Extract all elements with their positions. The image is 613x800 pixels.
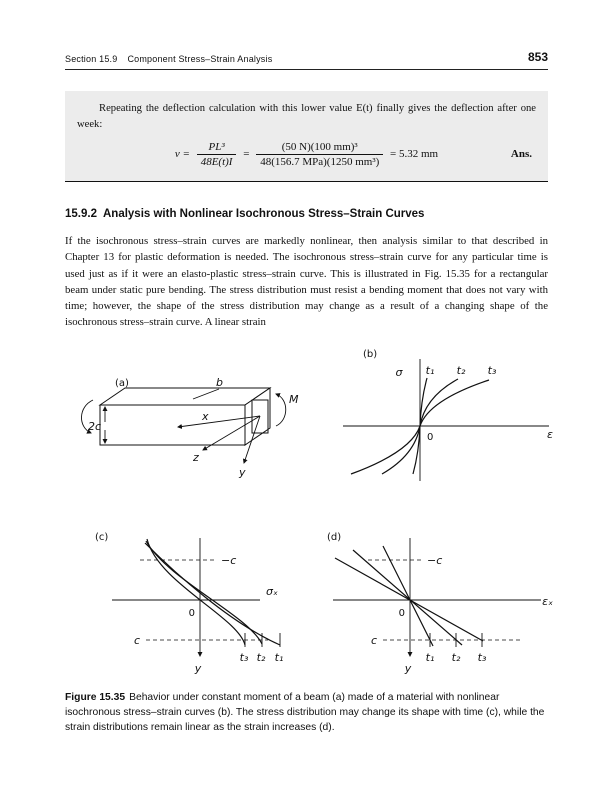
example-box: Repeating the deflection calculation wit… — [65, 91, 548, 182]
eq-frac2-denominator: 48(156.7 MPa)(1250 mm³) — [260, 155, 380, 168]
section-heading: 15.9.2 Analysis with Nonlinear Isochronou… — [65, 208, 548, 220]
origin-label: 0 — [189, 608, 195, 619]
beam-front-face — [99, 404, 246, 446]
running-header-left: Section 15.9 Component Stress–Strain Anal… — [65, 54, 272, 64]
x-axis-line — [177, 415, 261, 429]
strain-line-t1 — [382, 545, 434, 647]
panel-a-label: (a) — [115, 378, 129, 389]
t1-label: t₁ — [426, 651, 435, 664]
t3-label: t₃ — [478, 651, 487, 664]
section-number: 15.9.2 — [65, 208, 97, 220]
caption-text: Behavior under constant moment of a beam… — [65, 692, 545, 733]
eq-lhs: v = — [174, 148, 190, 161]
neg-c-label: −c — [221, 554, 236, 567]
pos-c-label: c — [134, 634, 140, 647]
panel-b-isochronous-curves: (b) σ ε 0 t₁ t₂ t₃ — [343, 349, 553, 481]
sigma-axis-label: σ — [396, 366, 404, 379]
eq-frac1-numerator: PL³ — [196, 141, 237, 155]
body-paragraph: If the isochronous stress–strain curves … — [65, 235, 548, 329]
y-axis-line — [242, 415, 261, 464]
header-title: Component Stress–Strain Analysis — [127, 54, 273, 64]
equation-body: v = PL³ 48E(t)I = (50 N)(100 mm)³ 48(156… — [174, 141, 439, 168]
figure-15-35: (a) 2c b M x z y — [65, 345, 553, 690]
caption-label: Figure 15.35 — [65, 692, 126, 703]
sigma-x-axis-label: σₓ — [266, 585, 278, 598]
stress-curve-t1 — [144, 542, 281, 646]
eq-fraction-numeric: (50 N)(100 mm)³ 48(156.7 MPa)(1250 mm³) — [256, 141, 384, 168]
b-dimension-leader — [192, 388, 220, 400]
epsilon-axis-label: ε — [547, 428, 553, 441]
t1-label: t₁ — [275, 651, 284, 664]
answer-label: Ans. — [510, 148, 532, 161]
y-axis-label: y — [238, 466, 246, 479]
deflection-equation: v = PL³ 48E(t)I = (50 N)(100 mm)³ 48(156… — [77, 141, 536, 168]
eq-equals-sign: = — [243, 148, 250, 161]
epsilon-x-axis-label: εₓ — [542, 595, 553, 608]
panel-b-label: (b) — [363, 349, 377, 360]
beam-height-label: 2c — [88, 420, 101, 433]
y-axis-label: y — [404, 662, 412, 675]
eq-frac2-numerator: (50 N)(100 mm)³ — [256, 141, 384, 155]
eq-fraction-symbolic: PL³ 48E(t)I — [196, 141, 237, 168]
t2-label: t₂ — [257, 651, 266, 664]
t2-label: t₂ — [457, 364, 466, 377]
eq-result: = 5.32 mm — [390, 148, 439, 161]
beam-top-face — [98, 387, 272, 406]
pos-c-label: c — [371, 634, 377, 647]
page-number: 853 — [527, 50, 548, 64]
panel-a-beam-diagram: (a) 2c b M x z y — [81, 376, 299, 479]
t3-label: t₃ — [488, 364, 497, 377]
panel-c-stress-distribution: (c) −c c 0 σₓ y t₃ t₂ t₁ — [95, 532, 284, 675]
curve-t3 — [350, 379, 490, 475]
origin-label: 0 — [399, 608, 405, 619]
beam-cross-section — [251, 399, 269, 434]
t3-label: t₃ — [240, 651, 249, 664]
section-title: Analysis with Nonlinear Isochronous Stre… — [102, 208, 425, 220]
panel-d-label: (d) — [327, 532, 341, 543]
z-axis-label: z — [192, 451, 199, 464]
t2-label: t₂ — [452, 651, 461, 664]
eq-frac1-denominator: 48E(t)I — [200, 155, 233, 168]
strain-line-t3 — [334, 557, 484, 642]
t1-label: t₁ — [426, 364, 435, 377]
right-moment-arrow — [275, 393, 287, 427]
example-intro: Repeating the deflection calculation wit… — [77, 103, 536, 130]
y-axis-label: y — [194, 662, 202, 675]
z-axis-line — [202, 415, 261, 451]
neg-c-label: −c — [427, 554, 442, 567]
x-axis-label: x — [201, 410, 209, 423]
origin-label: 0 — [427, 432, 433, 443]
panel-c-label: (c) — [95, 532, 108, 543]
stress-curve-t2 — [145, 540, 263, 645]
header-section-label: Section 15.9 — [65, 54, 118, 64]
moment-label: M — [289, 393, 299, 406]
stress-curve-t3 — [146, 538, 246, 646]
left-moment-arrow — [81, 399, 94, 434]
panel-d-strain-distribution: (d) −c c 0 εₓ y t₁ t₂ t₃ — [327, 532, 553, 675]
beam-width-label: b — [216, 376, 223, 389]
running-header: Section 15.9 Component Stress–Strain Anal… — [65, 50, 548, 70]
strain-line-t2 — [352, 549, 463, 646]
